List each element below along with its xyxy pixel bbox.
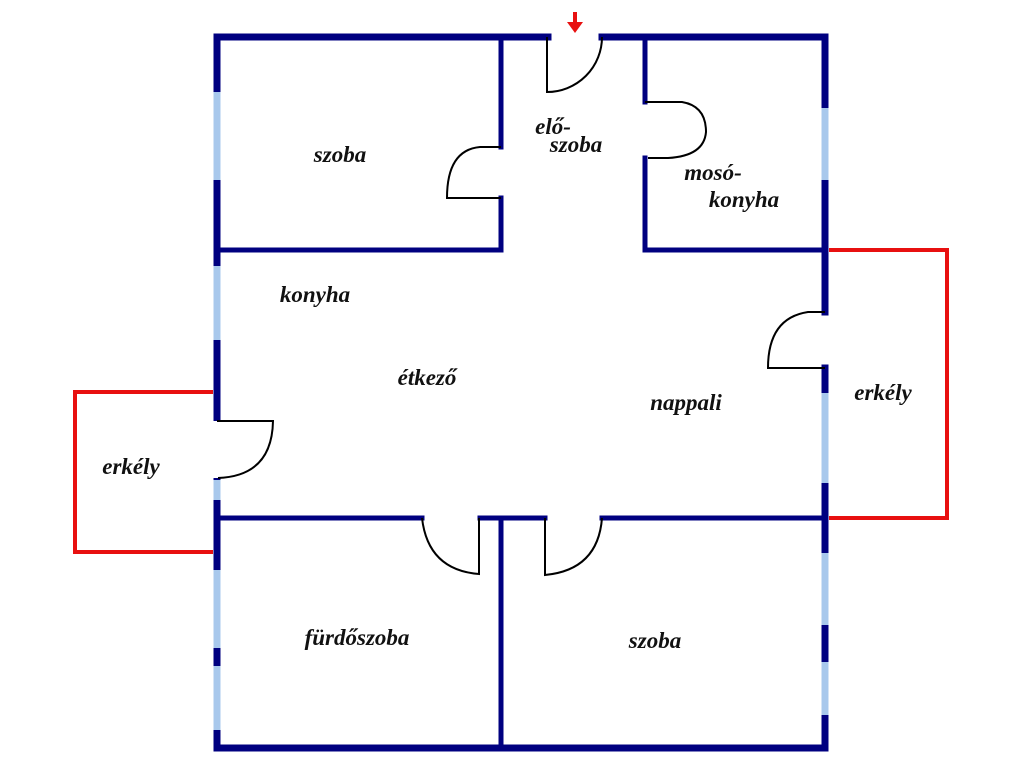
door-mosokonyha (645, 101, 708, 159)
door-entrance (546, 36, 603, 94)
label-etkezo: étkező (398, 365, 458, 390)
label-eloszoba-line2: szoba (549, 132, 602, 157)
label-erkely-left: erkély (102, 454, 160, 479)
door-szoba-top (445, 146, 501, 199)
balcony-left-outline (73, 390, 213, 554)
label-szoba-top: szoba (313, 142, 366, 167)
windows (212, 92, 829, 730)
label-szoba-bottom: szoba (628, 628, 681, 653)
arrow-down-icon (567, 12, 583, 33)
label-mosokonyha-line1: mosó- (684, 160, 742, 185)
inner-walls (214, 34, 828, 751)
label-mosokonyha-line2: konyha (709, 187, 779, 212)
door-szoba-bottom (544, 517, 603, 577)
label-erkely-right: erkély (854, 380, 912, 405)
label-eloszoba-line1: elő- (535, 114, 571, 139)
doors (217, 36, 825, 577)
label-furdoszoba: fürdőszoba (305, 625, 410, 650)
door-furdoszoba (421, 517, 480, 576)
balcony-right-outline (829, 248, 949, 520)
door-erkely-left (217, 420, 275, 479)
door-erkely-right (766, 311, 825, 369)
label-nappali: nappali (650, 390, 722, 415)
label-konyha: konyha (280, 282, 350, 307)
